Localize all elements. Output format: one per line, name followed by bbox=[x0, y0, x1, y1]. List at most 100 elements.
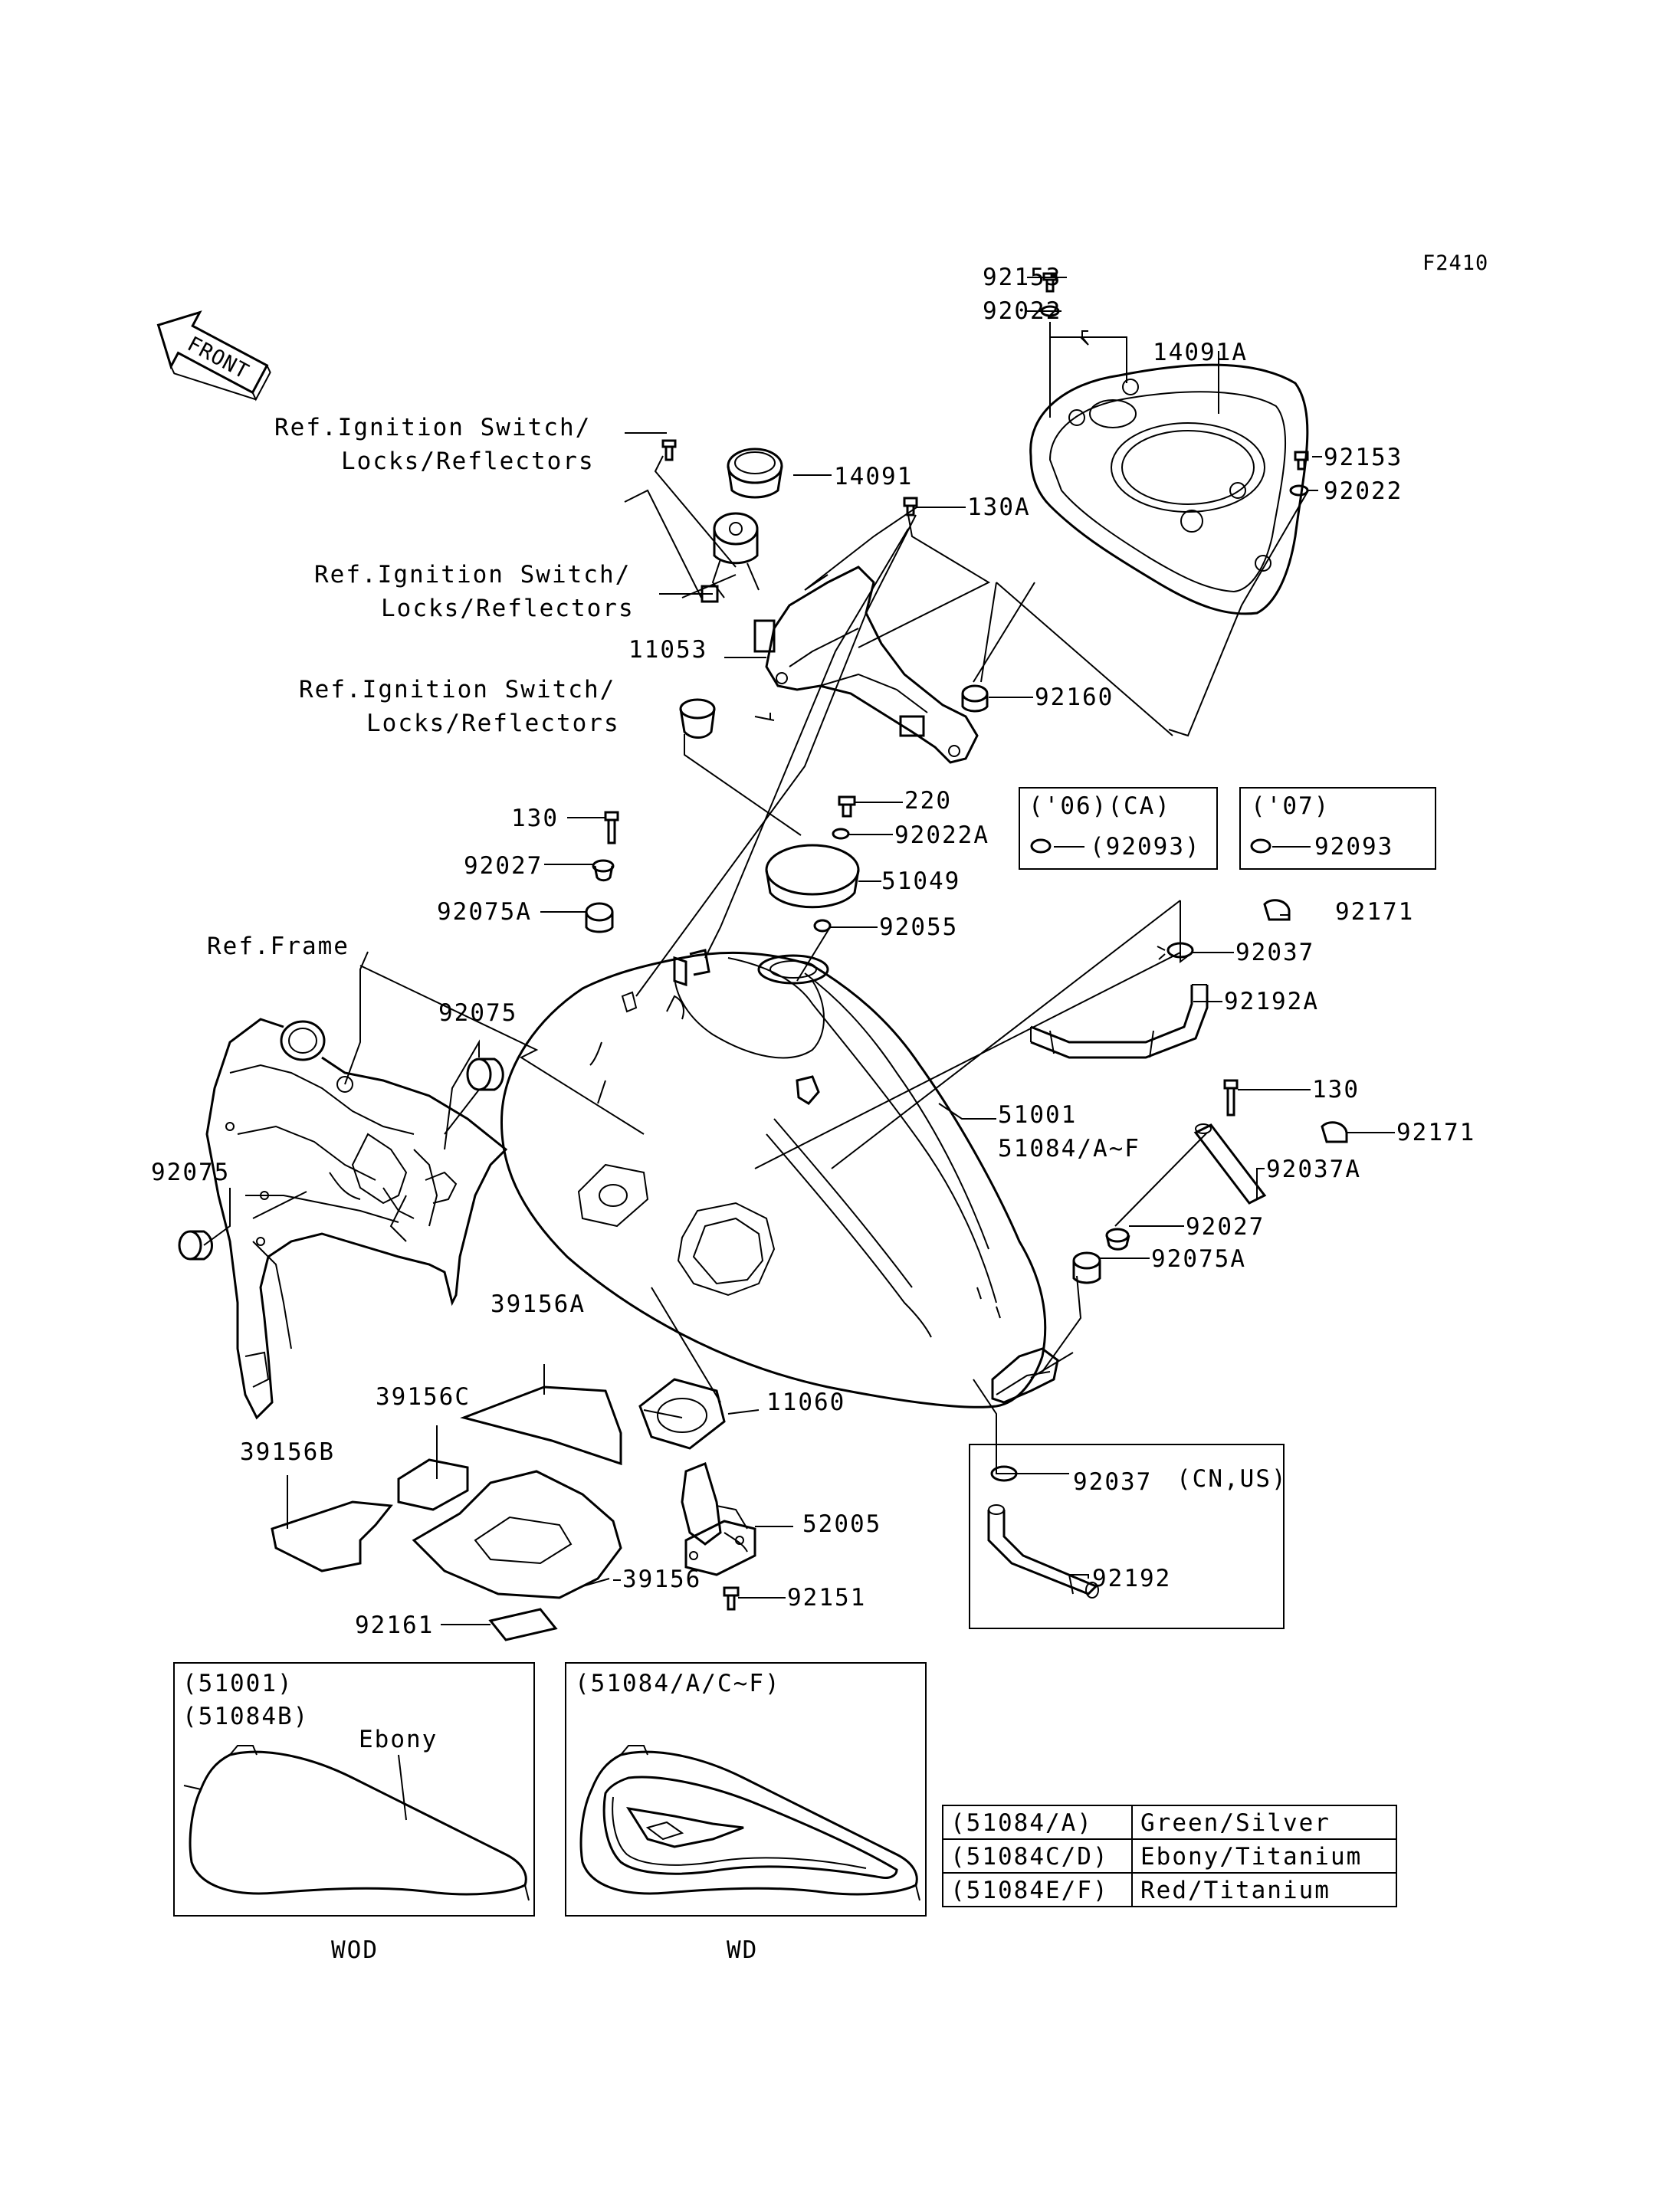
plug-ref-bottom-icon bbox=[679, 698, 716, 739]
label-92022A: 92022A bbox=[894, 821, 989, 849]
nut-92093-icon bbox=[1250, 838, 1271, 854]
cnus-box bbox=[969, 1444, 1285, 1629]
damper-92075A-right-icon bbox=[1072, 1251, 1101, 1284]
gasket-11060-drawing bbox=[638, 1378, 726, 1450]
tank-cover-drawing bbox=[1029, 363, 1309, 615]
color-table-code-0: (51084/A) bbox=[950, 1809, 1093, 1837]
label-14091A: 14091A bbox=[1153, 339, 1248, 366]
hose-92037A-drawing bbox=[1193, 1123, 1267, 1205]
label-92027-left: 92027 bbox=[464, 852, 543, 880]
oring-92055-icon bbox=[813, 919, 832, 933]
label-ref-frame: Ref.Frame bbox=[207, 933, 349, 960]
hose-92192-drawing bbox=[987, 1504, 1099, 1599]
clamp-92171-top-icon bbox=[1263, 899, 1291, 921]
label-92151: 92151 bbox=[787, 1584, 866, 1612]
label-14091: 14091 bbox=[834, 463, 913, 490]
label-92161: 92161 bbox=[355, 1612, 434, 1639]
grommet-92160-icon bbox=[961, 684, 989, 713]
label-51001: 51001 bbox=[998, 1101, 1077, 1129]
label-ca06-title: ('06)(CA) bbox=[1029, 792, 1171, 820]
bracket-11053-drawing bbox=[753, 566, 979, 764]
label-92037A: 92037A bbox=[1266, 1156, 1361, 1183]
label-y07-part: 92093 bbox=[1314, 833, 1393, 861]
label-ref-ignition-1a: Ref.Ignition Switch/ bbox=[274, 414, 591, 441]
clip-ref-mid-icon bbox=[701, 585, 719, 603]
label-92075-left: 92075 bbox=[151, 1159, 230, 1186]
label-92075A-left: 92075A bbox=[437, 898, 532, 926]
damper-92075A-left-icon bbox=[585, 902, 614, 933]
fuel-pump-52005-drawing bbox=[681, 1461, 756, 1576]
color-table-code-1: (51084C/D) bbox=[950, 1843, 1109, 1871]
label-ref-ignition-3b: Locks/Reflectors bbox=[366, 710, 620, 737]
wd-label: WD bbox=[727, 1936, 758, 1964]
ca06-box bbox=[1019, 787, 1218, 870]
color-table: (51084/A) Green/Silver (51084C/D) Ebony/… bbox=[942, 1805, 1397, 1907]
label-ref-ignition-1b: Locks/Reflectors bbox=[341, 448, 595, 475]
wod-inset-box bbox=[173, 1662, 535, 1917]
leader-lines bbox=[203, 277, 1395, 1625]
pad-92161-drawing bbox=[488, 1608, 558, 1641]
hose-92192A-drawing bbox=[1030, 984, 1209, 1059]
label-92171-top: 92171 bbox=[1335, 898, 1414, 926]
wod-tank-drawing bbox=[183, 1745, 530, 1901]
color-table-color-1: Ebony/Titanium bbox=[1140, 1843, 1362, 1871]
label-39156B: 39156B bbox=[240, 1438, 335, 1466]
label-92153-top: 92153 bbox=[983, 264, 1061, 291]
label-51049: 51049 bbox=[881, 867, 960, 895]
label-92192A: 92192A bbox=[1224, 988, 1319, 1015]
label-39156A: 39156A bbox=[491, 1290, 586, 1318]
label-11053: 11053 bbox=[628, 636, 707, 664]
wod-color: Ebony bbox=[359, 1726, 438, 1753]
screw-ref-top-icon bbox=[661, 439, 677, 461]
label-92153-right: 92153 bbox=[1324, 444, 1403, 471]
bolt-130-right-icon bbox=[1223, 1079, 1239, 1117]
fuel-cap-51049-drawing bbox=[765, 844, 860, 909]
pad-39156A-drawing bbox=[460, 1385, 622, 1466]
label-39156: 39156 bbox=[622, 1566, 701, 1593]
frame-drawing bbox=[205, 1018, 508, 1420]
collar-92027-left-icon bbox=[592, 859, 615, 882]
label-11060: 11060 bbox=[766, 1389, 845, 1416]
label-92022-top: 92022 bbox=[983, 297, 1061, 325]
label-92192: 92192 bbox=[1092, 1565, 1171, 1592]
label-220: 220 bbox=[904, 787, 952, 815]
label-ref-ignition-2b: Locks/Reflectors bbox=[381, 595, 635, 622]
label-130-right: 130 bbox=[1312, 1076, 1360, 1103]
bolt-130A-icon bbox=[903, 497, 918, 516]
label-92075-mid: 92075 bbox=[438, 999, 517, 1027]
bolt-130-left-icon bbox=[604, 811, 619, 844]
wod-label: WOD bbox=[331, 1936, 379, 1964]
label-ref-ignition-2a: Ref.Ignition Switch/ bbox=[314, 561, 631, 589]
wod-code-1: (51001) bbox=[182, 1670, 294, 1697]
label-130A: 130A bbox=[967, 494, 1031, 521]
wd-inset-box bbox=[565, 1662, 927, 1917]
label-92022-right: 92022 bbox=[1324, 477, 1403, 505]
damper-92075-left-icon bbox=[178, 1230, 213, 1261]
bolt-220-icon bbox=[838, 795, 856, 818]
wod-color-leader bbox=[398, 1754, 407, 1821]
pad-39156C-drawing bbox=[397, 1458, 469, 1511]
label-92075A-right: 92075A bbox=[1151, 1245, 1246, 1273]
label-ca06-part: (92093) bbox=[1090, 833, 1201, 861]
pad-39156-drawing bbox=[412, 1470, 622, 1599]
damper-92075-mid-icon bbox=[466, 1058, 504, 1091]
ignition-switch-drawing bbox=[711, 512, 760, 598]
label-92160: 92160 bbox=[1035, 684, 1114, 711]
color-table-color-0: Green/Silver bbox=[1140, 1809, 1331, 1837]
label-52005: 52005 bbox=[802, 1510, 881, 1538]
figure-code: F2410 bbox=[1422, 251, 1488, 275]
label-92037-top: 92037 bbox=[1235, 939, 1314, 966]
front-arrow-icon: FRONT bbox=[156, 310, 271, 402]
y07-box bbox=[1239, 787, 1436, 870]
clamp-92037-bottom-icon bbox=[990, 1465, 1018, 1482]
part-labels: 92153 92022 14091A 92153 92022 Ref.Ignit… bbox=[151, 264, 1474, 1639]
washer-92022A-icon bbox=[832, 828, 850, 840]
pad-39156B-drawing bbox=[271, 1500, 393, 1572]
label-92037-bottom: 92037 bbox=[1073, 1468, 1152, 1496]
label-y07-title: ('07) bbox=[1251, 792, 1330, 820]
bolt-92151-icon bbox=[723, 1586, 740, 1611]
collar-92027-right-icon bbox=[1105, 1228, 1130, 1251]
nut-92093-ca-icon bbox=[1030, 838, 1052, 854]
label-51084: 51084/A~F bbox=[998, 1135, 1140, 1162]
